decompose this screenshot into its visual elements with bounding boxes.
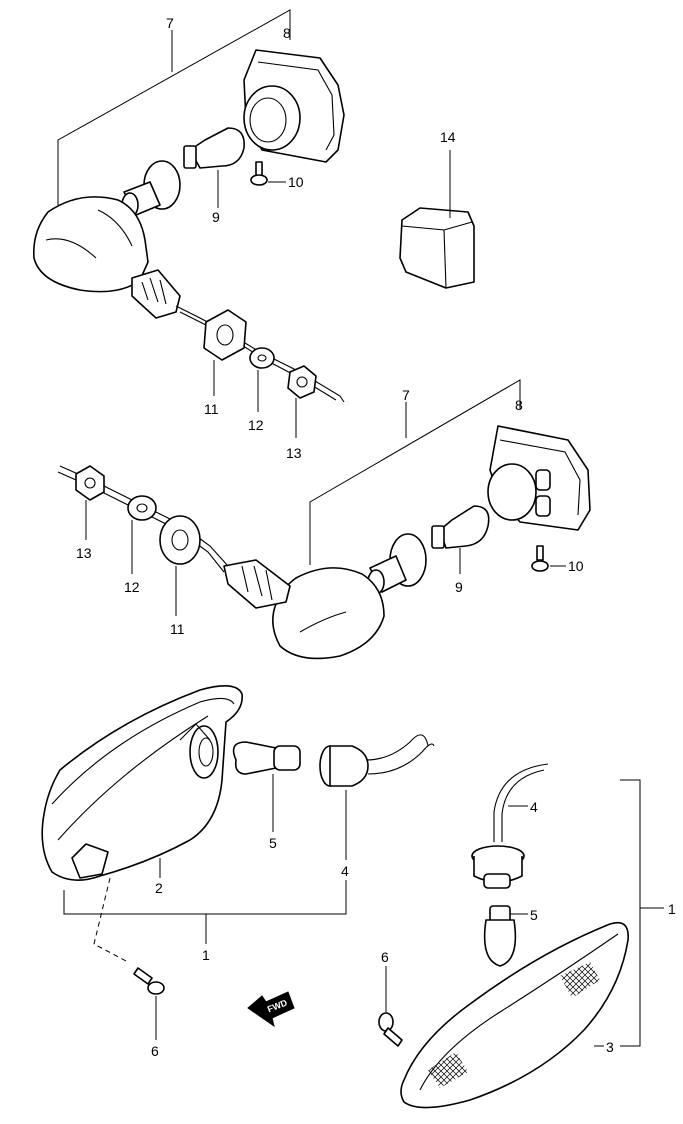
label-upper-nut: 13 — [286, 445, 302, 461]
label-lower-right-bulb: 5 — [530, 907, 538, 923]
lower-left-bulb — [232, 741, 301, 775]
lower-left-screw — [133, 967, 165, 1040]
label-upper-assy: 7 — [166, 15, 174, 31]
label-lower-left-socket: 4 — [341, 863, 349, 879]
callout-labels: 7 8 9 10 11 12 13 14 7 8 9 10 11 12 13 1… — [76, 15, 676, 1059]
label-upper-bulb: 9 — [212, 209, 220, 225]
lower-left-housing — [41, 685, 243, 881]
label-lower-left-housing: 2 — [155, 880, 163, 896]
label-lower-left-bulb: 5 — [269, 835, 277, 851]
middle-cushion — [159, 515, 201, 565]
middle-bulb — [431, 505, 490, 549]
upper-bulb — [183, 127, 245, 169]
middle-lens — [487, 425, 591, 531]
lower-right-assembly — [378, 763, 664, 1109]
label-lower-left-screw: 6 — [151, 1043, 159, 1059]
upper-turn-signal-assembly — [32, 9, 475, 438]
upper-housing — [32, 196, 181, 319]
label-lower-right-lens: 3 — [606, 1039, 614, 1055]
middle-washer — [127, 495, 157, 521]
upper-lens — [243, 49, 345, 163]
label-upper-cushion: 11 — [204, 401, 219, 417]
label-lower-right-socket: 4 — [530, 799, 538, 815]
lower-right-screw — [378, 966, 403, 1047]
label-relay: 14 — [440, 129, 456, 145]
upper-socket — [121, 160, 181, 218]
middle-socket — [367, 533, 427, 595]
label-middle-washer: 12 — [124, 579, 140, 595]
label-upper-washer: 12 — [248, 417, 264, 433]
relay — [399, 150, 475, 289]
label-upper-screw: 10 — [288, 174, 304, 190]
label-lower-right-screw: 6 — [381, 949, 389, 965]
lower-right-bulb — [483, 905, 517, 967]
label-middle-lens: 8 — [515, 397, 523, 413]
label-middle-assy: 7 — [402, 387, 410, 403]
middle-turn-signal-assembly — [57, 379, 591, 660]
upper-cushion — [203, 309, 247, 361]
label-middle-screw: 10 — [568, 558, 584, 574]
label-middle-cushion: 11 — [170, 621, 185, 637]
label-upper-lens: 8 — [283, 25, 291, 41]
label-lower-right-assy: 1 — [668, 901, 676, 917]
label-middle-nut: 13 — [76, 545, 92, 561]
middle-nut — [75, 465, 105, 501]
upper-screw — [250, 161, 286, 186]
label-middle-bulb: 9 — [455, 579, 463, 595]
lower-left-assembly: FWD — [41, 685, 435, 1040]
middle-screw — [531, 545, 566, 572]
lower-right-lens — [400, 921, 629, 1109]
upper-washer — [249, 347, 275, 369]
middle-housing — [223, 559, 385, 660]
upper-nut — [287, 365, 317, 399]
fwd-arrow-icon: FWD — [247, 991, 295, 1028]
lower-left-socket — [319, 734, 435, 787]
lower-right-socket — [471, 845, 525, 889]
label-lower-left-assy: 1 — [202, 947, 210, 963]
